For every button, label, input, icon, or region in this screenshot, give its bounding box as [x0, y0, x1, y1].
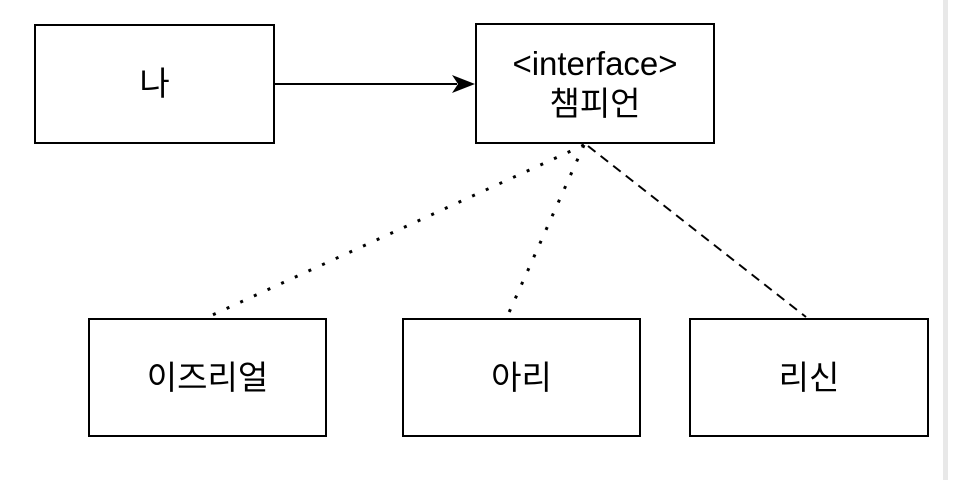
- page-scrollbar[interactable]: [943, 0, 948, 480]
- node-champion-stereotype: <interface>: [512, 44, 678, 82]
- edge-interface-to-leesin: [587, 145, 807, 318]
- node-ahri: 아리: [402, 318, 641, 437]
- node-champion-label: 챔피언: [549, 84, 641, 122]
- node-me-label: 나: [139, 65, 170, 103]
- edge-interface-to-ezreal: [207, 143, 585, 319]
- node-ezreal-label: 이즈리얼: [146, 358, 269, 396]
- node-champion-interface: <interface> 챔피언: [475, 23, 715, 144]
- node-leesin-label: 리신: [778, 358, 840, 396]
- arrowhead-icon: [452, 75, 475, 93]
- node-ahri-label: 아리: [491, 358, 552, 396]
- edge-interface-to-ahri: [505, 144, 586, 318]
- edge-me-to-interface: [275, 75, 475, 93]
- node-me: 나: [34, 24, 275, 144]
- node-ezreal: 이즈리얼: [88, 318, 327, 437]
- node-leesin: 리신: [689, 318, 929, 437]
